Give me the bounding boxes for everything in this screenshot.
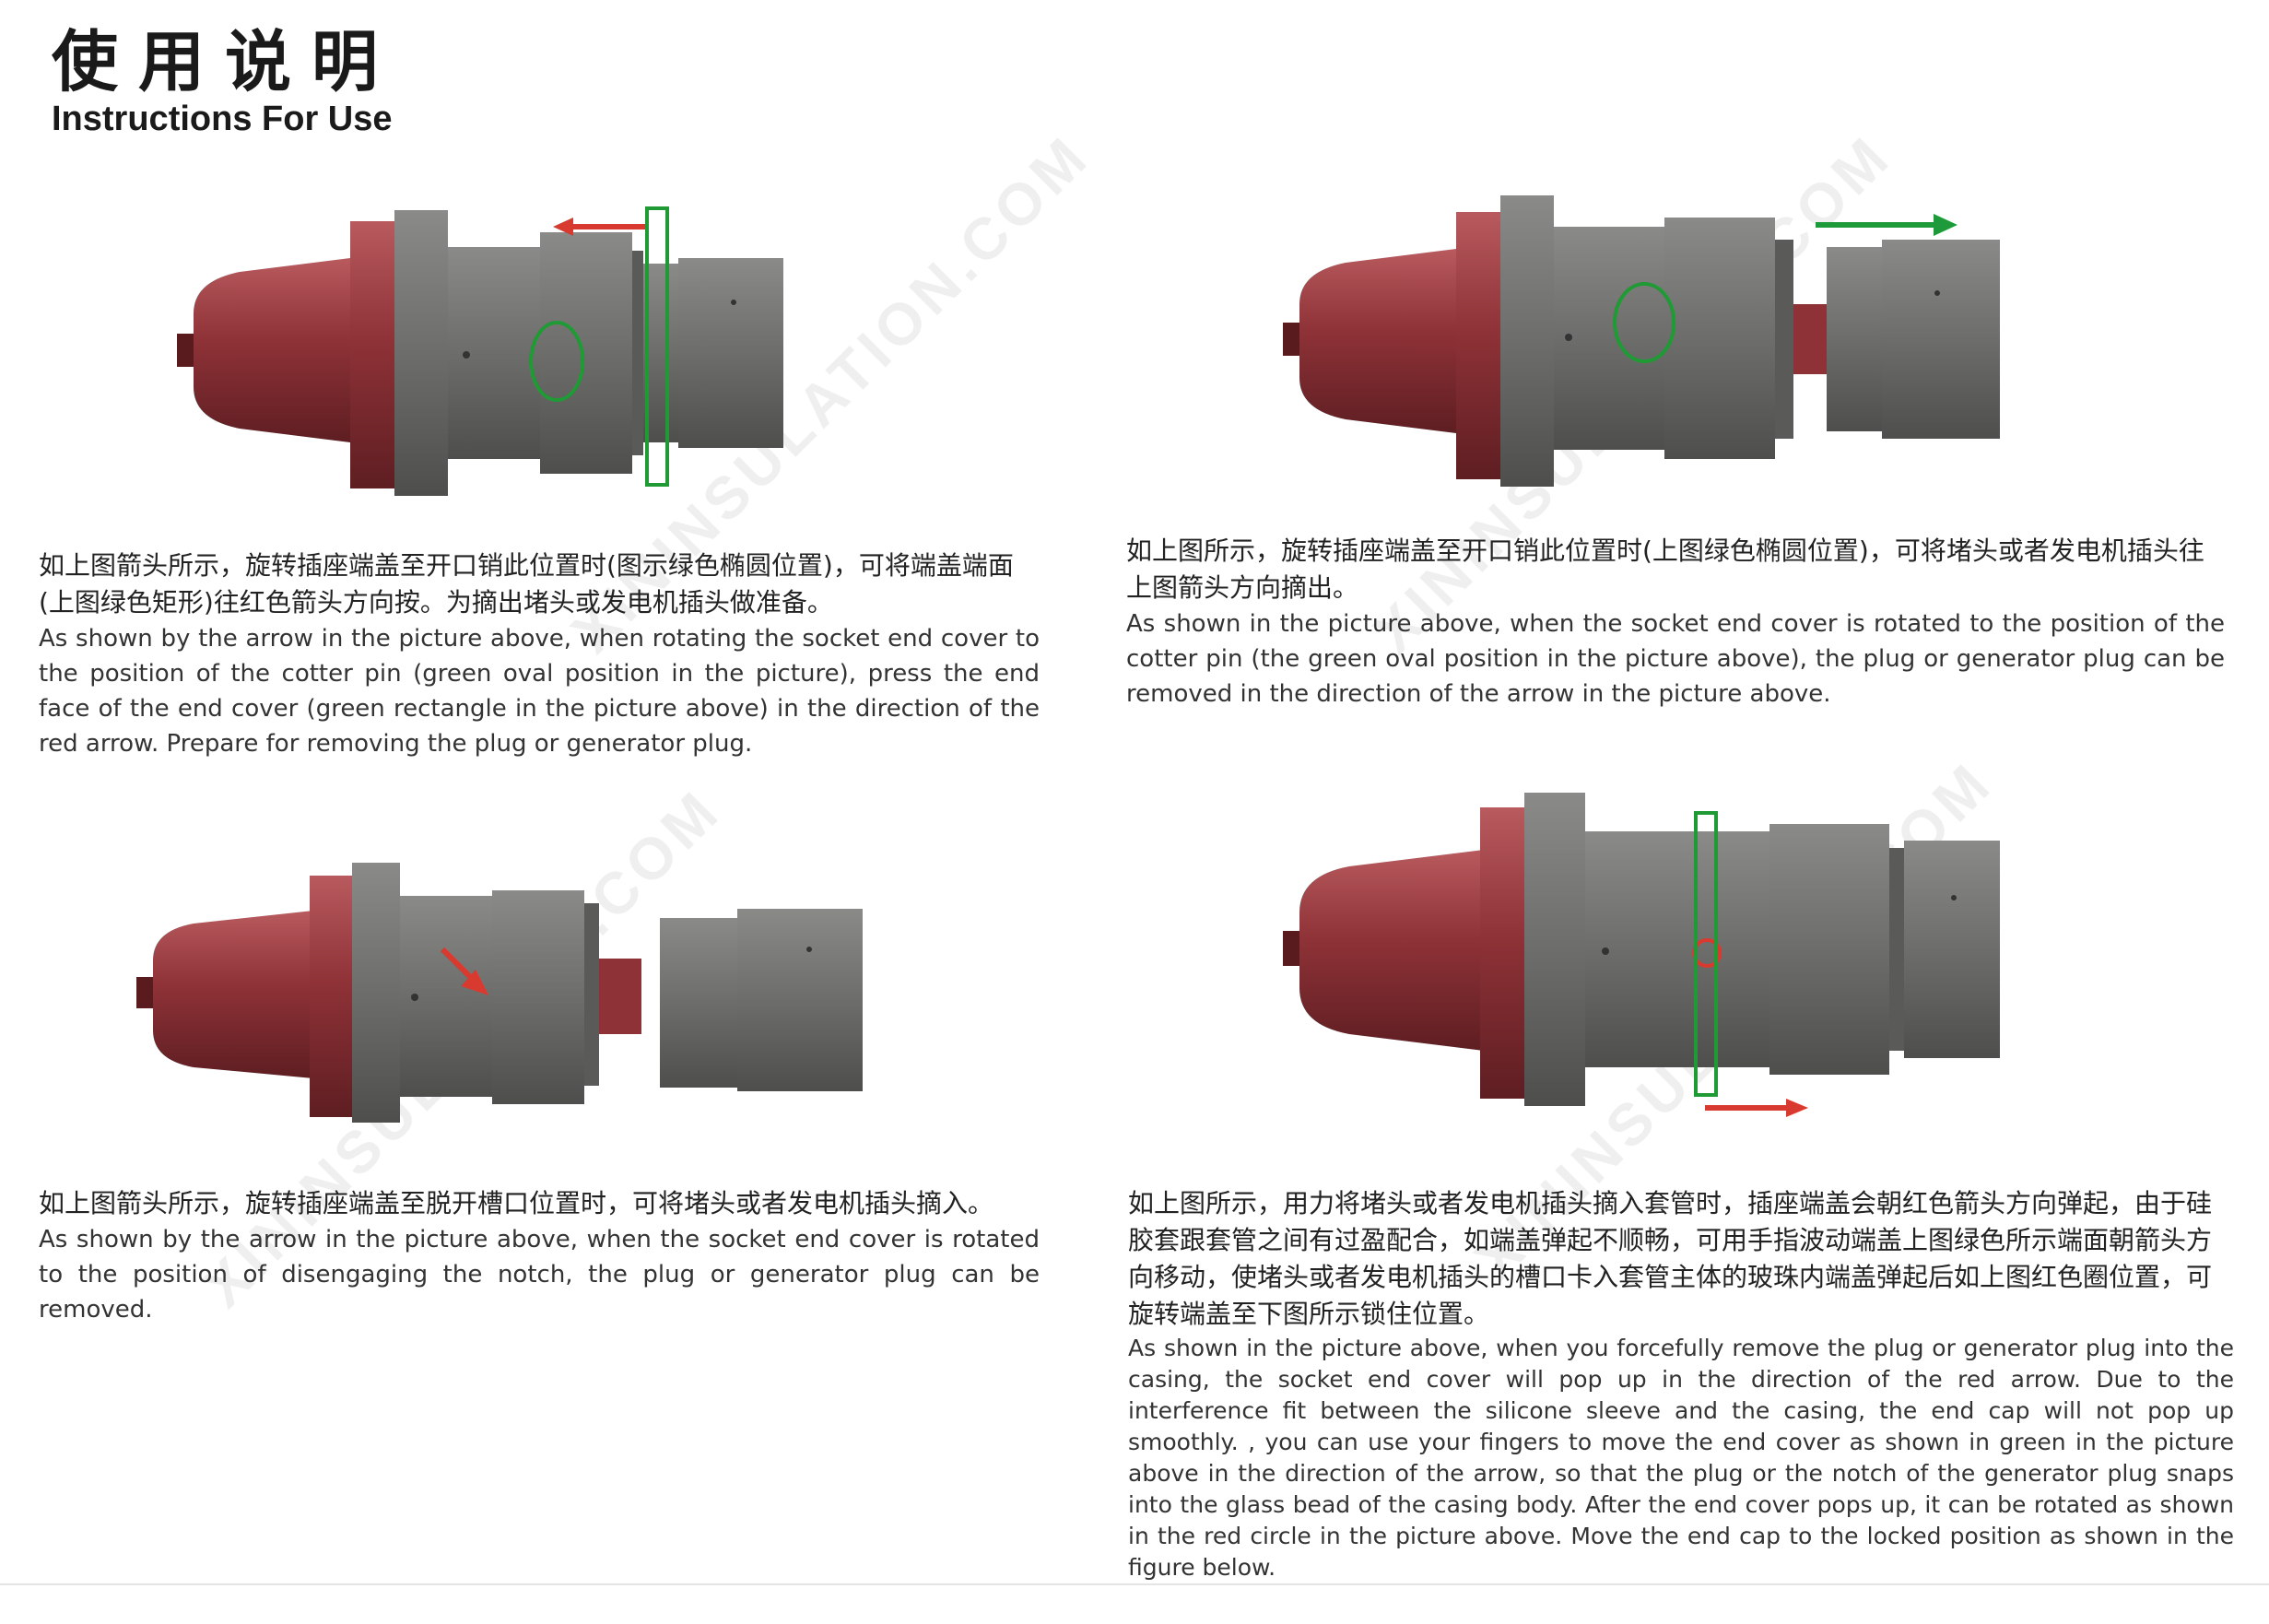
green-oval	[529, 321, 584, 402]
caption-zh: 如上图所示，用力将堵头或者发电机插头摘入套管时，插座端盖会朝红色箭头方向弹起，由…	[1128, 1188, 2213, 1329]
tip-stub	[177, 334, 195, 367]
caption-step-1: 如上图箭头所示，旋转插座端盖至开口销此位置时(图示绿色椭圆位置)，可将端盖端面(…	[39, 547, 1040, 761]
end-cover	[540, 232, 632, 474]
caption-step-2: 如上图所示，旋转插座端盖至开口销此位置时(上图绿色椭圆位置)，可将堵头或者发电机…	[1126, 533, 2225, 712]
red-arrow	[461, 970, 488, 995]
red-cone	[194, 258, 350, 442]
caption-step-4: 如上图所示，用力将堵头或者发电机插头摘入套管时，插座端盖会朝红色箭头方向弹起，由…	[1128, 1185, 2234, 1583]
green-oval	[1613, 282, 1675, 363]
red-arrow	[553, 218, 573, 236]
caption-step-3: 如上图箭头所示，旋转插座端盖至脱开槽口位置时，可将堵头或者发电机插头摘入。 As…	[39, 1185, 1040, 1327]
caption-zh: 如上图所示，旋转插座端盖至开口销此位置时(上图绿色椭圆位置)，可将堵头或者发电机…	[1126, 535, 2204, 603]
bottom-divider	[0, 1583, 2269, 1585]
red-cone	[1299, 249, 1456, 433]
gray-flange	[394, 210, 448, 496]
figure-step-3	[129, 857, 903, 1134]
red-arrow	[1786, 1099, 1808, 1117]
page-title-zh: 使用说明	[52, 23, 399, 100]
caption-en: As shown by the arrow in the picture abo…	[39, 625, 1040, 758]
green-rectangle	[1694, 811, 1718, 1097]
figure-step-1	[166, 194, 829, 498]
figure-step-4	[1272, 783, 2009, 1134]
caption-zh: 如上图箭头所示，旋转插座端盖至开口销此位置时(图示绿色椭圆位置)，可将端盖端面(…	[39, 550, 1014, 618]
plug	[678, 258, 783, 448]
green-rectangle	[645, 206, 669, 487]
figure-step-2	[1272, 184, 2028, 498]
caption-en: As shown by the arrow in the picture abo…	[39, 1226, 1040, 1324]
red-flange	[350, 221, 394, 488]
green-arrow	[1934, 214, 1957, 236]
caption-zh: 如上图箭头所示，旋转插座端盖至脱开槽口位置时，可将堵头或者发电机插头摘入。	[39, 1188, 994, 1218]
caption-en: As shown in the picture above, when the …	[1126, 610, 2225, 708]
caption-en: As shown in the picture above, when you …	[1128, 1335, 2234, 1581]
sleeve	[448, 247, 540, 459]
page-title-en: Instructions For Use	[52, 100, 393, 138]
